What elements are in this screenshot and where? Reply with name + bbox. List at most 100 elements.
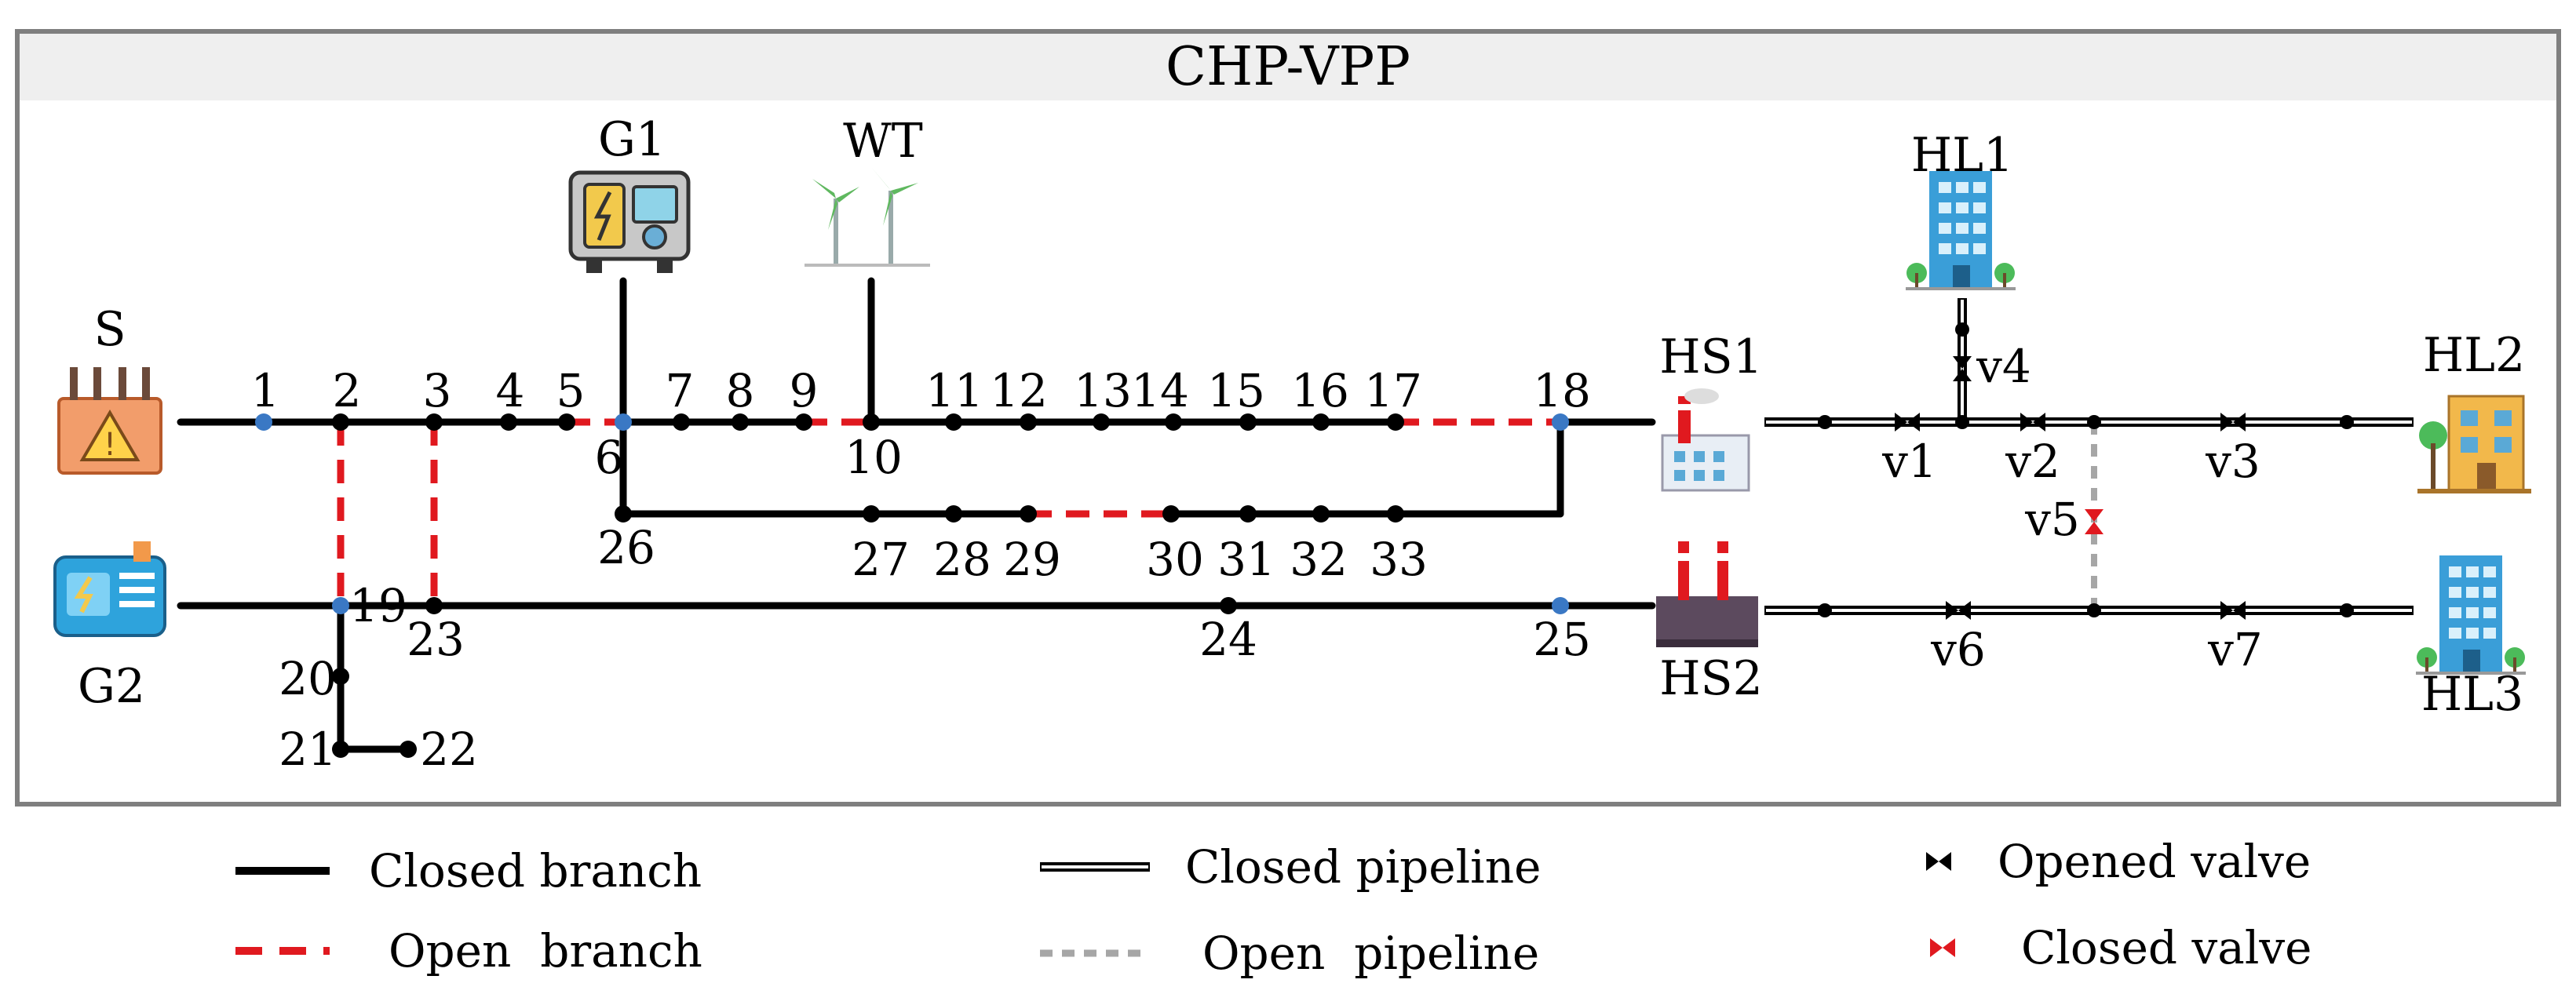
- node-dot-4: [500, 413, 517, 431]
- node-label-28: 28: [933, 533, 991, 586]
- source-label-wt: WT: [843, 114, 923, 169]
- node-dot-8: [732, 413, 749, 431]
- node-label-21: 21: [279, 723, 337, 776]
- legend-closed-valve-icon: [1930, 938, 1955, 957]
- heat-source-hs2: HS2: [1656, 541, 1763, 706]
- node-label-17: 17: [1364, 364, 1422, 417]
- node-label-12: 12: [990, 364, 1048, 417]
- load-label-hl2: HL2: [2423, 328, 2525, 383]
- node-dot-12: [1020, 413, 1037, 431]
- node-label-1: 1: [251, 364, 280, 417]
- node-dot-25: [1552, 597, 1569, 614]
- legend-closed-branch-label: Closed branch: [369, 844, 702, 898]
- valves: v1 v2 v3 v4 v5 v6 v7: [1881, 340, 2263, 676]
- node-dot-17: [1387, 413, 1404, 431]
- node-dot-29: [1020, 505, 1037, 523]
- node-label-20: 20: [279, 652, 337, 705]
- valve-label-v1: v1: [1881, 435, 1937, 488]
- source-label-hs1: HS1: [1659, 330, 1763, 384]
- node-dot-31: [1239, 505, 1257, 523]
- node-label-22: 22: [420, 723, 478, 776]
- generator-icon: [571, 173, 688, 273]
- valve-label-v6: v6: [1930, 623, 1986, 676]
- battery-generator-icon: [55, 541, 165, 635]
- source-g1: G1: [571, 112, 688, 273]
- source-label-g1: G1: [598, 112, 666, 167]
- node-dot-22: [400, 741, 417, 758]
- heat-load-hl2: HL2: [2416, 328, 2533, 495]
- heat-load-hl1: HL1: [1906, 128, 2016, 290]
- node-label-27: 27: [852, 533, 910, 586]
- load-label-hl1: HL1: [1911, 128, 2013, 183]
- node-dot-27: [863, 505, 880, 523]
- node-labels: 1 2 3 4 5 6 7 8 9 10 11 12 13 14 15 16 1…: [251, 364, 1591, 776]
- valve-label-v3: v3: [2205, 435, 2260, 488]
- node-dot-16: [1312, 413, 1330, 431]
- heat-source-hs1: HS1: [1659, 330, 1763, 492]
- load-label-hl3: HL3: [2421, 667, 2523, 722]
- legend-opened-valve-icon: [1926, 852, 1951, 871]
- source-s: S: [57, 302, 162, 475]
- node-label-29: 29: [1003, 533, 1061, 586]
- valve-label-v7: v7: [2207, 623, 2263, 676]
- node-dot-7: [673, 413, 690, 431]
- node-dot-11: [945, 413, 962, 431]
- node-dot-18: [1552, 413, 1569, 431]
- title-bar: [20, 34, 2556, 100]
- node-dot-1: [255, 413, 272, 431]
- node-dot-3: [425, 413, 443, 431]
- node-dot-30: [1162, 505, 1180, 523]
- node-label-16: 16: [1291, 364, 1349, 417]
- node-label-4: 4: [496, 364, 525, 417]
- node-label-30: 30: [1146, 533, 1204, 586]
- node-dot-20: [332, 668, 349, 685]
- node-dot-26: [615, 505, 632, 523]
- valve-label-v5: v5: [2024, 493, 2080, 546]
- node-dot-23: [425, 597, 443, 614]
- node-dot-9: [795, 413, 812, 431]
- node-dot-21: [332, 741, 349, 758]
- source-g2: G2: [55, 541, 165, 714]
- diagram-title: CHP-VPP: [1166, 36, 1410, 98]
- legend-opened-valve-label: Opened valve: [1998, 835, 2311, 888]
- node-dot-10: [863, 413, 880, 431]
- node-label-19: 19: [349, 579, 407, 632]
- node-label-2: 2: [333, 364, 362, 417]
- node-dot-24: [1220, 597, 1237, 614]
- node-label-32: 32: [1290, 533, 1348, 586]
- source-label-hs2: HS2: [1659, 651, 1763, 706]
- node-dot-33: [1387, 505, 1404, 523]
- node-dot-2: [332, 413, 349, 431]
- node-label-9: 9: [790, 364, 819, 417]
- node-label-11: 11: [925, 364, 983, 417]
- valve-label-v4: v4: [1976, 340, 2031, 393]
- node-label-18: 18: [1533, 364, 1591, 417]
- node-label-6: 6: [595, 431, 624, 484]
- node-dot-6: [615, 413, 632, 431]
- node-label-7: 7: [666, 364, 695, 417]
- node-label-15: 15: [1207, 364, 1265, 417]
- source-label-g2: G2: [78, 659, 145, 714]
- node-label-8: 8: [726, 364, 755, 417]
- node-dot-5: [558, 413, 575, 431]
- node-label-25: 25: [1533, 613, 1591, 666]
- legend: Closed branch Open branch Closed pipelin…: [235, 835, 2312, 980]
- node-label-31: 31: [1217, 533, 1275, 586]
- node-label-10: 10: [845, 431, 903, 484]
- legend-open-branch-label: Open branch: [389, 924, 702, 978]
- node-label-26: 26: [597, 521, 655, 574]
- legend-closed-valve-label: Closed valve: [2021, 921, 2312, 974]
- node-label-33: 33: [1370, 533, 1428, 586]
- node-dot-15: [1239, 413, 1257, 431]
- node-dot-19: [332, 597, 349, 614]
- legend-open-pipeline-label: Open pipeline: [1202, 927, 1539, 980]
- source-label-s: S: [93, 302, 126, 357]
- legend-closed-pipeline-label: Closed pipeline: [1185, 840, 1541, 894]
- node-label-23: 23: [407, 613, 465, 666]
- heat-network: [1764, 298, 2414, 617]
- node-dot-13: [1093, 413, 1110, 431]
- node-label-3: 3: [423, 364, 452, 417]
- node-label-5: 5: [556, 364, 586, 417]
- node-dot-14: [1165, 413, 1182, 431]
